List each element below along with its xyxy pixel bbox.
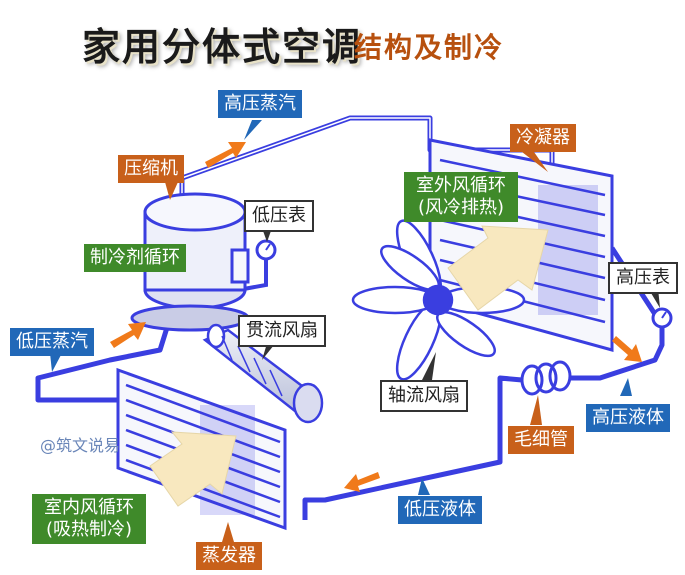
flow-arrow-high-vapor xyxy=(205,142,246,168)
watermark-text: @筑文说易 xyxy=(40,436,121,455)
label-outdoor-air-cycle: 室外风循环 (风冷排热) xyxy=(404,172,518,222)
label-axial-fan: 轴流风扇 xyxy=(380,380,468,412)
label-low-pressure-liquid: 低压液体 xyxy=(398,496,482,524)
cross-flow-fan xyxy=(202,323,324,424)
low-gauge-pipe xyxy=(237,255,268,292)
label-indoor-air-cycle: 室内风循环 (吸热制冷) xyxy=(32,494,146,544)
label-high-pressure-vapor: 高压蒸汽 xyxy=(218,90,302,118)
label-refrigerant-cycle: 制冷剂循环 xyxy=(84,244,186,272)
suction-pipe xyxy=(35,317,173,403)
low-pressure-gauge xyxy=(255,239,277,261)
flow-arrow-high-liquid xyxy=(612,336,642,362)
label-high-pressure-liquid: 高压液体 xyxy=(586,404,670,432)
label-indoor-air-line2: (吸热制冷) xyxy=(45,519,133,540)
label-pointers xyxy=(50,120,632,495)
label-compressor: 压缩机 xyxy=(118,155,184,183)
label-indoor-air-line1: 室内风循环 xyxy=(44,497,134,518)
label-pointers-orange xyxy=(165,152,548,542)
label-high-pressure-gauge: 高压表 xyxy=(608,262,678,294)
label-outdoor-air-line2: (风冷排热) xyxy=(417,197,505,218)
label-condenser: 冷凝器 xyxy=(510,124,576,152)
flow-arrow-low-liquid xyxy=(344,472,380,492)
capillary-tube-coil xyxy=(520,360,572,396)
high-pressure-gauge xyxy=(651,307,673,329)
label-evaporator: 蒸发器 xyxy=(196,542,262,570)
page-title: 家用分体式空调 xyxy=(82,25,363,69)
axial-fan xyxy=(351,219,526,381)
label-low-pressure-vapor: 低压蒸汽 xyxy=(10,328,94,356)
label-outdoor-air-line1: 室外风循环 xyxy=(416,175,506,196)
page-subtitle: 结构及制冷 xyxy=(354,31,505,64)
indoor-air-arrow xyxy=(149,431,237,507)
flow-arrow-low-vapor xyxy=(110,322,146,348)
label-capillary-tube: 毛细管 xyxy=(508,426,574,454)
low-pressure-liquid-pipe xyxy=(302,375,523,520)
label-low-pressure-gauge: 低压表 xyxy=(244,200,314,232)
outdoor-air-arrow xyxy=(447,225,549,311)
label-cross-flow-fan: 贯流风扇 xyxy=(238,315,326,347)
compressor-unit xyxy=(130,192,250,332)
